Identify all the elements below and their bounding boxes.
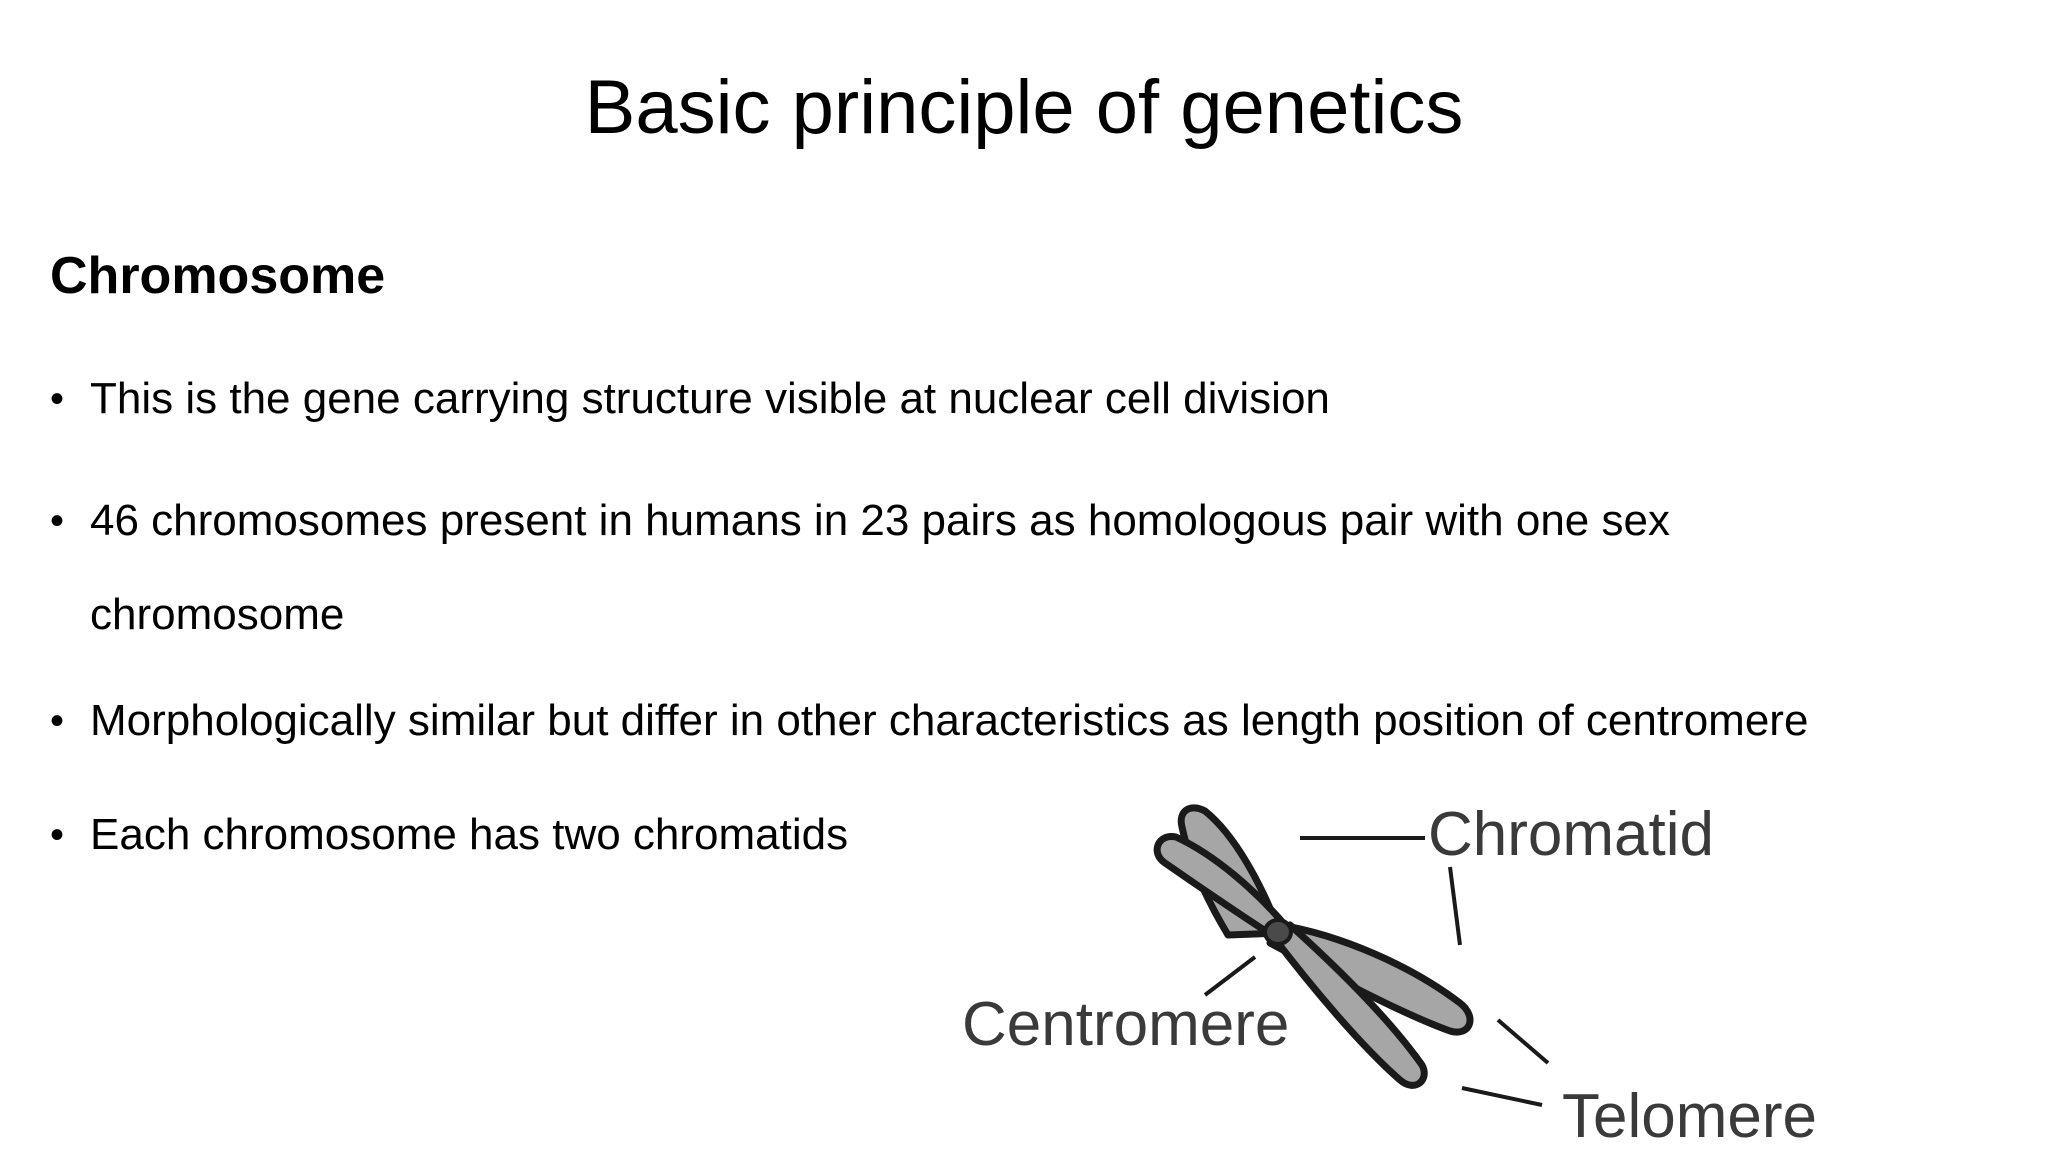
telomere-label: Telomere [1562,1082,1817,1151]
bullet-point-icon: • [50,499,65,543]
chromatid-leader-line-2 [1448,866,1462,946]
bullet-item: • This is the gene carrying structure vi… [50,360,2010,438]
chromosome-illustration [1153,804,1474,1089]
bullet-item: • Each chromosome has two chromatids [50,796,2010,874]
centromere-label: Centromere [962,990,1289,1059]
centromere-leader-line [1203,955,1257,997]
label-leader-lines [1203,836,1550,1107]
bullet-text: 46 chromosomes present in humans in 23 p… [90,496,1670,639]
telomere-leader-line-2 [1461,1086,1543,1107]
bullet-list: • This is the gene carrying structure vi… [50,360,2010,874]
chromatid-arm-lower-inner [1268,921,1428,1089]
chromosome-diagram: Chromatid Centromere Telomere [962,800,1817,1151]
bullet-text: Morphologically similar but differ in ot… [90,696,1809,745]
chromatid-arm-upper-inner [1153,833,1289,941]
chromatid-label: Chromatid [1428,800,1714,869]
centromere-dot [1263,918,1293,946]
bullet-text: Each chromosome has two chromatids [90,810,849,859]
bullet-point-icon: • [50,813,65,857]
telomere-leader-line-1 [1496,1018,1550,1065]
bullet-point-icon: • [50,377,65,421]
bullet-item: • Morphologically similar but differ in … [50,682,2010,760]
section-heading: Chromosome [50,247,386,305]
bullet-text: This is the gene carrying structure visi… [90,374,1330,423]
slide-title: Basic principle of genetics [584,65,1464,150]
bullet-point-icon: • [50,699,65,743]
bullet-item: • 46 chromosomes present in humans in 23… [50,474,1850,662]
